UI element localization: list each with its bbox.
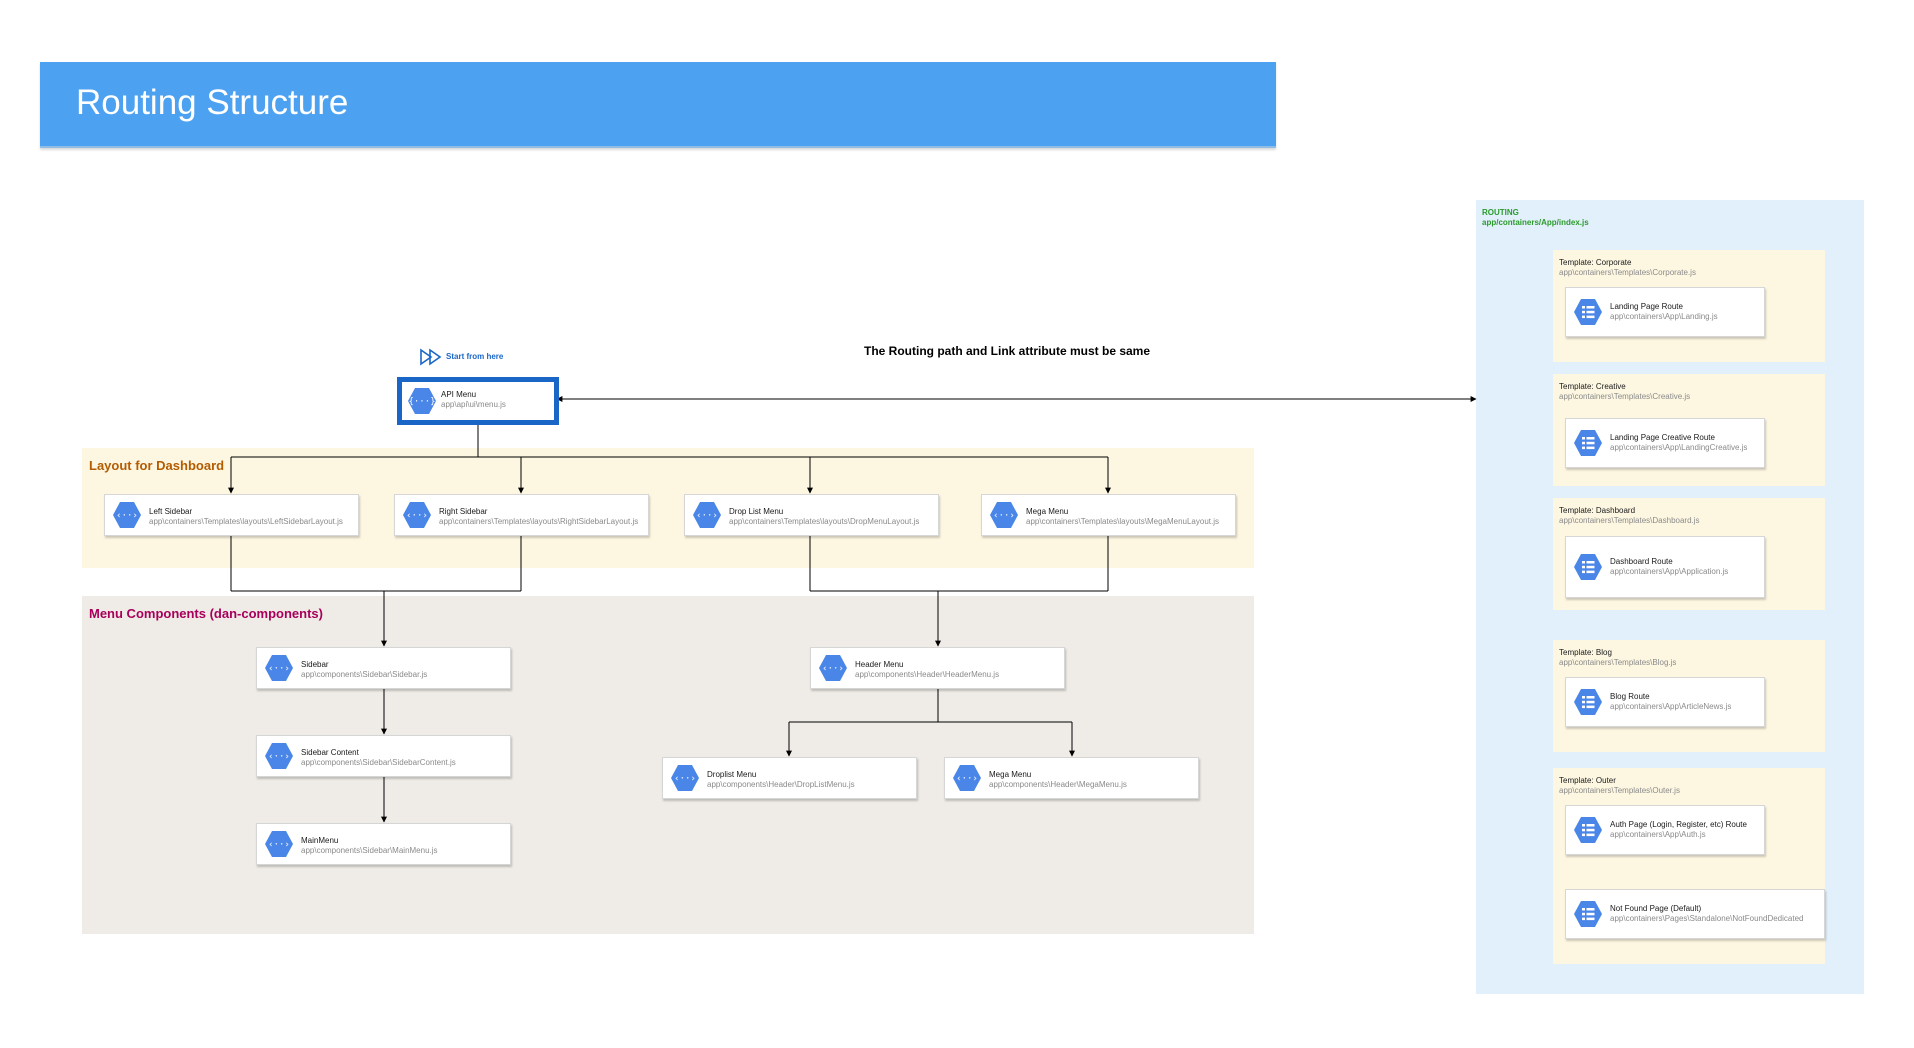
node-title: Left Sidebar bbox=[149, 507, 193, 516]
node-title: Droplist Menu bbox=[707, 770, 757, 779]
node-title: Drop List Menu bbox=[729, 507, 784, 516]
routing-note: The Routing path and Link attribute must… bbox=[864, 344, 1151, 358]
node-title: Not Found Page (Default) bbox=[1610, 904, 1702, 913]
api-menu-node[interactable]: {···} API Menu app\api\ui\menu.js bbox=[397, 377, 559, 425]
api-hexagon-icon: ‹··› bbox=[953, 765, 981, 791]
auth-route-node[interactable]: Auth Page (Login, Register, etc) Route a… bbox=[1565, 805, 1765, 855]
svg-text:‹··›: ‹··› bbox=[268, 840, 290, 850]
template-path: app\containers\Templates\Corporate.js bbox=[1559, 268, 1696, 277]
node-title: Landing Page Route bbox=[1610, 302, 1683, 311]
template-title: Template: Creative bbox=[1559, 382, 1626, 391]
node-title: Mega Menu bbox=[989, 770, 1032, 779]
node-path: app\components\Sidebar\Sidebar.js bbox=[301, 670, 428, 679]
droplist-menu-node[interactable]: ‹··› Droplist Menu app\components\Header… bbox=[662, 757, 917, 799]
node-path: app\containers\Templates\layouts\MegaMen… bbox=[1026, 517, 1219, 526]
node-path: app\api\ui\menu.js bbox=[441, 400, 506, 409]
template-path: app\containers\Templates\Blog.js bbox=[1559, 658, 1677, 667]
node-title: Landing Page Creative Route bbox=[1610, 433, 1715, 442]
list-hexagon-icon bbox=[1574, 901, 1602, 927]
api-hexagon-icon: ‹··› bbox=[265, 655, 293, 681]
template-path: app\containers\Templates\Outer.js bbox=[1559, 786, 1680, 795]
template-path: app\containers\Templates\Creative.js bbox=[1559, 392, 1691, 401]
mega-menu-node[interactable]: ‹··› Mega Menu app\components\Header\Meg… bbox=[944, 757, 1199, 799]
svg-text:‹··›: ‹··› bbox=[268, 752, 290, 762]
node-path: app\containers\App\Application.js bbox=[1610, 567, 1729, 576]
template-path: app\containers\Templates\Dashboard.js bbox=[1559, 516, 1700, 525]
list-hexagon-icon bbox=[1574, 430, 1602, 456]
node-path: app\containers\App\LandingCreative.js bbox=[1610, 443, 1748, 452]
start-label: Start from here bbox=[446, 352, 504, 361]
sidebar-node[interactable]: ‹··› Sidebar app\components\Sidebar\Side… bbox=[256, 647, 511, 689]
node-title: Sidebar bbox=[301, 660, 329, 669]
node-title: Dashboard Route bbox=[1610, 557, 1673, 566]
menu-components-label: Menu Components (dan-components) bbox=[89, 606, 323, 621]
node-title: Right Sidebar bbox=[439, 507, 488, 516]
template-title: Template: Blog bbox=[1559, 648, 1612, 657]
page-title: Routing Structure bbox=[76, 83, 349, 122]
svg-text:‹··›: ‹··› bbox=[406, 511, 428, 521]
node-title: Blog Route bbox=[1610, 692, 1650, 701]
routing-path: app/containers/App/index.js bbox=[1482, 218, 1589, 227]
svg-text:‹··›: ‹··› bbox=[993, 511, 1015, 521]
node-path: app\containers\Templates\layouts\DropMen… bbox=[729, 517, 920, 526]
node-path: app\components\Header\MegaMenu.js bbox=[989, 780, 1127, 789]
svg-text:‹··›: ‹··› bbox=[268, 664, 290, 674]
svg-text:‹··›: ‹··› bbox=[956, 774, 978, 784]
svg-text:‹··›: ‹··› bbox=[822, 664, 844, 674]
svg-text:‹··›: ‹··› bbox=[116, 511, 138, 521]
title-banner: Routing Structure bbox=[40, 62, 1276, 148]
node-path: app\components\Sidebar\SidebarContent.js bbox=[301, 758, 456, 767]
node-path: app\containers\App\Auth.js bbox=[1610, 830, 1706, 839]
node-path: app\components\Header\HeaderMenu.js bbox=[855, 670, 1000, 679]
landing-page-route-node[interactable]: Landing Page Route app\containers\App\La… bbox=[1565, 287, 1765, 337]
node-title: Auth Page (Login, Register, etc) Route bbox=[1610, 820, 1747, 829]
node-path: app\components\Header\DropListMenu.js bbox=[707, 780, 855, 789]
svg-text:{···}: {···} bbox=[408, 397, 435, 407]
list-hexagon-icon bbox=[1574, 689, 1602, 715]
template-title: Template: Corporate bbox=[1559, 258, 1632, 267]
node-path: app\containers\Templates\layouts\RightSi… bbox=[439, 517, 639, 526]
not-found-route-node[interactable]: Not Found Page (Default) app\containers\… bbox=[1565, 889, 1825, 939]
svg-text:‹··›: ‹··› bbox=[696, 511, 718, 521]
landing-creative-route-node[interactable]: Landing Page Creative Route app\containe… bbox=[1565, 418, 1765, 468]
dashboard-route-node[interactable]: Dashboard Route app\containers\App\Appli… bbox=[1565, 536, 1765, 598]
drop-list-menu-layout-node[interactable]: ‹··› Drop List Menu app\containers\Templ… bbox=[684, 494, 939, 536]
list-hexagon-icon bbox=[1574, 299, 1602, 325]
api-hexagon-icon: ‹··› bbox=[693, 502, 721, 528]
dashboard-layout-label: Layout for Dashboard bbox=[89, 458, 225, 473]
mega-menu-layout-node[interactable]: ‹··› Mega Menu app\containers\Templates\… bbox=[981, 494, 1236, 536]
api-hexagon-icon: ‹··› bbox=[990, 502, 1018, 528]
list-hexagon-icon bbox=[1574, 817, 1602, 843]
node-path: app\components\Sidebar\MainMenu.js bbox=[301, 846, 438, 855]
api-hexagon-icon: ‹··› bbox=[403, 502, 431, 528]
node-path: app\containers\App\Landing.js bbox=[1610, 312, 1718, 321]
list-hexagon-icon bbox=[1574, 554, 1602, 580]
start-play-icon bbox=[420, 348, 442, 366]
sidebar-content-node[interactable]: ‹··› Sidebar Content app\components\Side… bbox=[256, 735, 511, 777]
node-path: app\containers\App\ArticleNews.js bbox=[1610, 702, 1732, 711]
node-title: Mega Menu bbox=[1026, 507, 1069, 516]
svg-text:‹··›: ‹··› bbox=[674, 774, 696, 784]
api-hexagon-icon: {···} bbox=[408, 388, 436, 414]
node-title: API Menu bbox=[441, 390, 477, 399]
api-hexagon-icon: ‹··› bbox=[113, 502, 141, 528]
main-menu-node[interactable]: ‹··› MainMenu app\components\Sidebar\Mai… bbox=[256, 823, 511, 865]
api-hexagon-icon: ‹··› bbox=[819, 655, 847, 681]
blog-route-node[interactable]: Blog Route app\containers\App\ArticleNew… bbox=[1565, 677, 1765, 727]
node-title: Sidebar Content bbox=[301, 748, 359, 757]
api-hexagon-icon: ‹··› bbox=[671, 765, 699, 791]
node-path: app\containers\Templates\layouts\LeftSid… bbox=[149, 517, 343, 526]
header-menu-node[interactable]: ‹··› Header Menu app\components\Header\H… bbox=[810, 647, 1065, 689]
node-path: app\containers\Pages\Standalone\NotFound… bbox=[1610, 914, 1804, 923]
node-title: Header Menu bbox=[855, 660, 904, 669]
routing-title: ROUTING bbox=[1482, 208, 1519, 217]
template-title: Template: Dashboard bbox=[1559, 506, 1636, 515]
template-title: Template: Outer bbox=[1559, 776, 1616, 785]
node-title: MainMenu bbox=[301, 836, 339, 845]
api-hexagon-icon: ‹··› bbox=[265, 831, 293, 857]
left-sidebar-layout-node[interactable]: ‹··› Left Sidebar app\containers\Templat… bbox=[104, 494, 359, 536]
api-hexagon-icon: ‹··› bbox=[265, 743, 293, 769]
right-sidebar-layout-node[interactable]: ‹··› Right Sidebar app\containers\Templa… bbox=[394, 494, 649, 536]
